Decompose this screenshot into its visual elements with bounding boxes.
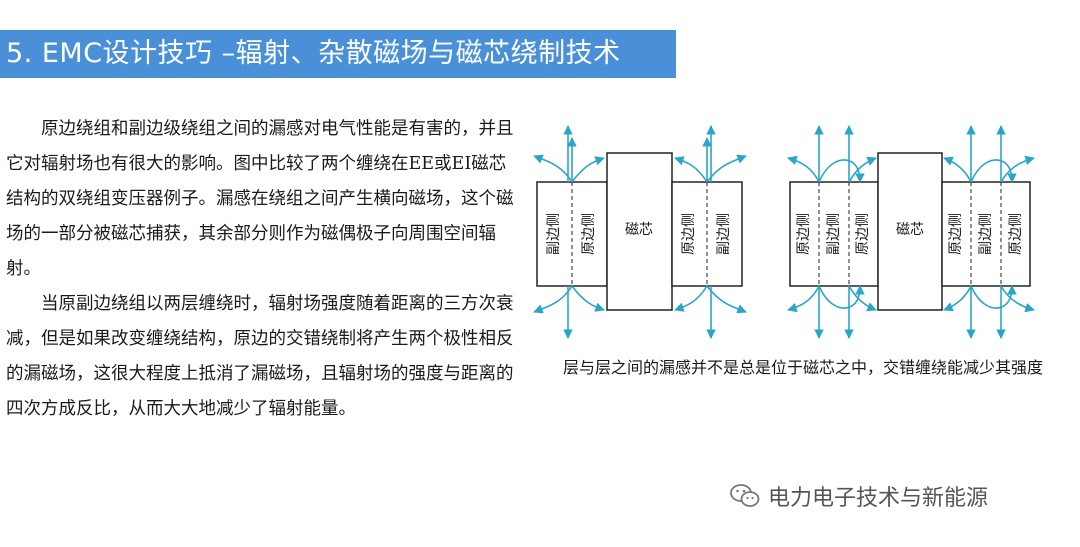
interleaved-transformer: 磁芯 原边侧 副边侧 原边侧 原边侧 副边侧 原边侧	[787, 125, 1035, 339]
paragraph-interleaving: 当原副边绕组以两层缠绕时，辐射场强度随着距离的三方次衰减，但是如果改变缠绕结构，…	[6, 294, 514, 419]
wechat-icon	[730, 484, 760, 507]
core-block	[606, 152, 673, 311]
figure-caption: 层与层之间的漏感并不是总是位于磁芯之中，交错缠绕能减少其强度	[562, 358, 1043, 377]
winding-label: 原边侧	[796, 213, 812, 255]
winding-label: 原边侧	[581, 213, 597, 255]
core-label: 磁芯	[896, 222, 924, 238]
two-layer-transformer: 磁芯 副边侧 原边侧 原边侧 副边侧	[533, 125, 747, 339]
watermark-text: 电力电子技术与新能源	[768, 486, 989, 511]
transformer-diagram: 磁芯 副边侧 原边侧 原边侧 副边侧 磁芯	[533, 125, 1035, 339]
winding-label: 原边侧	[855, 213, 871, 255]
winding-label: 原边侧	[1008, 213, 1024, 255]
winding-label: 副边侧	[978, 213, 994, 255]
slide-title: 5. EMC设计技巧 –辐射、杂散磁场与磁芯绕制技术	[0, 30, 676, 78]
winding-label: 副边侧	[826, 213, 842, 255]
body-text: 原边绕组和副边级绕组之间的漏感对电气性能是有害的，并且它对辐射场也有很大的影响。…	[6, 112, 516, 427]
field-lines	[533, 125, 747, 339]
winding-label: 副边侧	[546, 213, 562, 255]
winding-label: 原边侧	[681, 213, 697, 255]
watermark: 电力电子技术与新能源	[730, 480, 988, 512]
core-label: 磁芯	[625, 222, 653, 238]
winding-label: 副边侧	[716, 213, 732, 255]
field-lines	[787, 125, 1035, 339]
winding-label: 原边侧	[948, 213, 964, 255]
paragraph-leakage-effect: 原边绕组和副边级绕组之间的漏感对电气性能是有害的，并且它对辐射场也有很大的影响。…	[6, 119, 514, 279]
